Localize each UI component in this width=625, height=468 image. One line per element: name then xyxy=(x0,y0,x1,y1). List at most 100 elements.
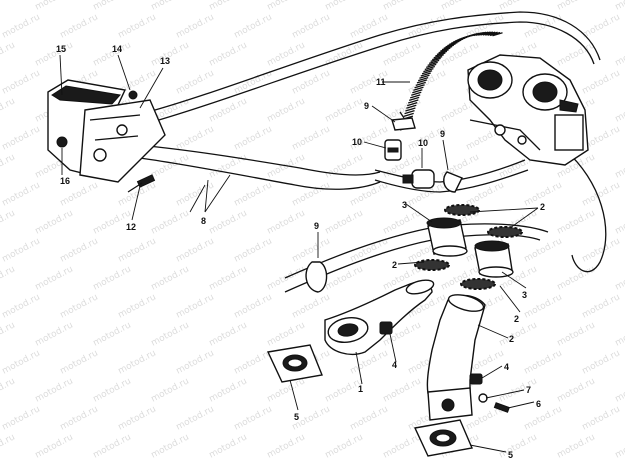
watermark-text: motod.ru xyxy=(1,404,42,432)
watermark-text: motod.ru xyxy=(291,124,332,152)
watermark-text: motod.ru xyxy=(556,208,597,236)
coil-segment xyxy=(438,49,449,54)
clamp-9-right xyxy=(443,171,463,193)
coil-segment xyxy=(413,86,424,91)
fitting-10-upper xyxy=(384,139,402,161)
watermark-text: motod.ru xyxy=(556,40,597,68)
vent-hose-right xyxy=(564,149,607,273)
coil-segment xyxy=(440,47,451,52)
watermark-text: motod.ru xyxy=(150,152,191,180)
coil-segment xyxy=(419,74,430,79)
watermark-text: motod.ru xyxy=(382,376,423,404)
watermark-text: motod.ru xyxy=(465,180,506,208)
watermark-text: motod.ru xyxy=(614,320,625,348)
watermark-text: motod.ru xyxy=(324,264,365,292)
watermark-text: motod.ru xyxy=(382,208,423,236)
watermark-text: motod.ru xyxy=(382,432,423,460)
watermark-text: motod.ru xyxy=(150,432,191,460)
watermark-text: motod.ru xyxy=(266,432,307,460)
watermark-text: motod.ru xyxy=(614,208,625,236)
watermark-text: motod.ru xyxy=(233,292,274,320)
coil-segment xyxy=(489,31,501,37)
watermark-text: motod.ru xyxy=(117,404,158,432)
coil-segment xyxy=(482,31,494,36)
clamp-9-lower xyxy=(305,261,328,293)
callout-number: 3 xyxy=(522,290,527,300)
watermark-text: motod.ru xyxy=(59,236,100,264)
watermark-text: motod.ru xyxy=(150,0,191,13)
watermark-text: motod.ru xyxy=(92,376,133,404)
coil-segment xyxy=(405,107,416,112)
coil-segment xyxy=(420,72,431,77)
watermark-text: motod.ru xyxy=(0,208,17,236)
watermark-text: motod.ru xyxy=(175,124,216,152)
callout-number: 2 xyxy=(509,334,514,344)
watermark-text: motod.ru xyxy=(0,96,17,124)
watermark-text: motod.ru xyxy=(498,376,539,404)
watermark-text: motod.ru xyxy=(266,320,307,348)
watermark-text: motod.ru xyxy=(291,180,332,208)
watermark-text: motod.ru xyxy=(59,12,100,40)
watermark-text: motod.ru xyxy=(614,96,625,124)
watermark-text: motod.ru xyxy=(208,264,249,292)
watermark-text: motod.ru xyxy=(614,0,625,13)
watermark-text: motod.ru xyxy=(208,376,249,404)
watermark-text: motod.ru xyxy=(150,208,191,236)
watermark-text: motod.ru xyxy=(291,12,332,40)
watermark-text: motod.ru xyxy=(556,0,597,13)
watermark-text: motod.ru xyxy=(0,320,17,348)
watermark-text: motod.ru xyxy=(1,236,42,264)
carburetor xyxy=(467,54,589,166)
watermark-text: motod.ru xyxy=(0,264,17,292)
watermark-text: motod.ru xyxy=(523,348,564,376)
hose-pair-8-a xyxy=(137,144,381,176)
watermark-text: motod.ru xyxy=(208,0,249,13)
clamp-band-2 xyxy=(460,278,496,290)
watermark-text: motod.ru xyxy=(614,152,625,180)
watermark-text: motod.ru xyxy=(92,320,133,348)
watermark-text: motod.ru xyxy=(440,0,481,13)
watermark-text: motod.ru xyxy=(208,320,249,348)
watermark-text: motod.ru xyxy=(1,292,42,320)
watermark-text: motod.ru xyxy=(498,0,539,13)
coil-segment xyxy=(415,81,426,86)
watermark-text: motod.ru xyxy=(233,180,274,208)
coil-segment xyxy=(431,55,443,61)
callout-number: 10 xyxy=(352,137,362,147)
watermark-text: motod.ru xyxy=(266,264,307,292)
watermark-text: motod.ru xyxy=(581,292,622,320)
watermark-text: motod.ru xyxy=(150,264,191,292)
watermark-text: motod.ru xyxy=(266,208,307,236)
gasket-5-right xyxy=(413,419,473,457)
watermark-text: motod.ru xyxy=(117,12,158,40)
watermark-text: motod.ru xyxy=(59,292,100,320)
callout-number: 5 xyxy=(294,412,299,422)
watermark-text: motod.ru xyxy=(233,12,274,40)
watermark-text: motod.ru xyxy=(324,152,365,180)
watermark-text: motod.ru xyxy=(324,432,365,460)
watermark-text: motod.ru xyxy=(523,404,564,432)
watermark-text: motod.ru xyxy=(175,404,216,432)
watermark-text: motod.ru xyxy=(233,124,274,152)
coil-segment xyxy=(445,43,456,48)
watermark-text: motod.ru xyxy=(59,404,100,432)
callout-number: 1 xyxy=(358,384,363,394)
callout-number: 11 xyxy=(376,77,386,87)
watermark-text: motod.ru xyxy=(208,432,249,460)
watermark-text: motod.ru xyxy=(581,68,622,96)
coil-segment xyxy=(492,32,503,37)
coil-segment xyxy=(412,89,423,94)
leader-lines xyxy=(59,54,539,453)
coil-segment xyxy=(408,96,420,102)
watermark-text: motod.ru xyxy=(1,180,42,208)
watermark-text: motod.ru xyxy=(556,376,597,404)
coil-segment xyxy=(417,76,429,82)
callout-number: 9 xyxy=(440,129,445,139)
watermark-text: motod.ru xyxy=(291,292,332,320)
coil-segment xyxy=(443,44,454,49)
coil-segment xyxy=(433,54,444,59)
coil-segment xyxy=(404,110,415,115)
coil-segment xyxy=(407,102,418,107)
watermark-text: motod.ru xyxy=(92,264,133,292)
bolt-12 xyxy=(127,174,156,193)
